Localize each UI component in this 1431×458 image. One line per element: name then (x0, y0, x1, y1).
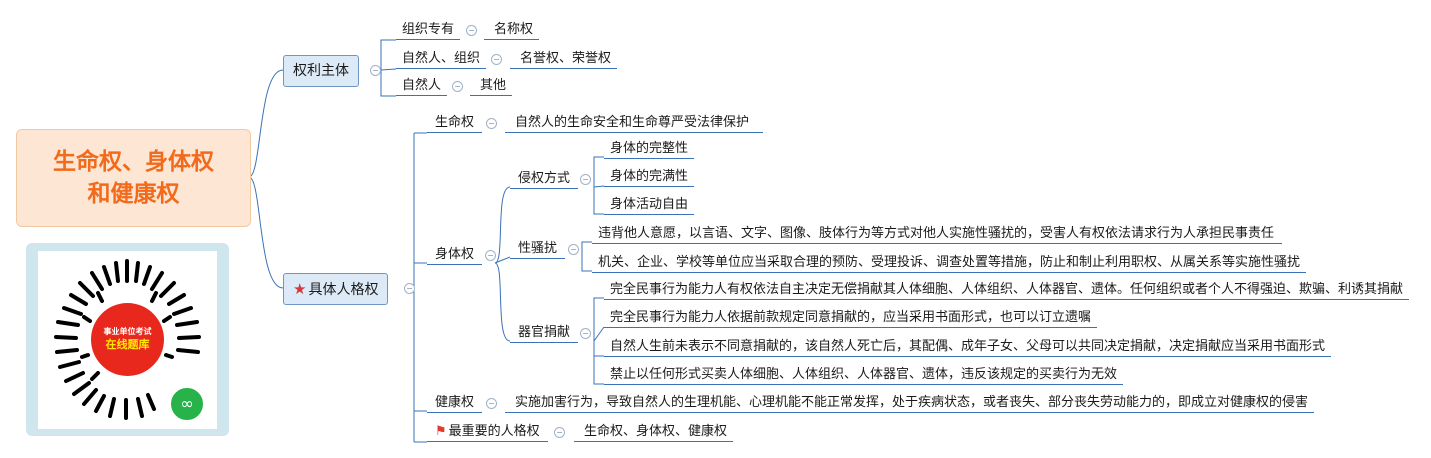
node-body-right-label: 身体权 (435, 247, 475, 262)
collapse-toggle-icon[interactable]: − (485, 250, 496, 261)
qr-center-badge: 事业单位考试 在线题库 (91, 303, 164, 376)
infringe-item[interactable]: 身体的完整性 (604, 139, 695, 159)
node-sexual-harassment-label: 性骚扰 (518, 241, 558, 256)
organ-item-text: 完全民事行为能力人依据前款规定同意捐献的，应当采用书面形式，也可以订立遗嘱 (610, 310, 1092, 325)
infringe-item[interactable]: 身体活动自由 (604, 195, 695, 215)
node-organ-donation-label: 器官捐献 (518, 325, 571, 340)
subject-item-person-org[interactable]: 自然人、组织 (396, 49, 487, 69)
node-health-right-label: 健康权 (435, 395, 475, 410)
collapse-toggle-icon[interactable]: − (466, 25, 477, 36)
harass-item[interactable]: 机关、企业、学校等单位应当采取合理的预防、受理投诉、调查处置等措施，防止和制止利… (592, 253, 1307, 273)
root-topic[interactable]: 生命权、身体权 和健康权 (16, 129, 251, 227)
node-sexual-harassment[interactable]: 性骚扰 (510, 239, 566, 259)
node-most-important-right[interactable]: ⚑最重要的人格权 (427, 422, 548, 442)
organ-item-text: 完全民事行为能力人有权依法自主决定无偿捐献其人体细胞、人体组织、人体器官、遗体。… (610, 282, 1404, 297)
organ-item-text: 自然人生前未表示不同意捐献的，该自然人死亡后，其配偶、成年子女、父母可以共同决定… (610, 339, 1326, 354)
most-important-desc[interactable]: 生命权、身体权、健康权 (574, 422, 734, 442)
branch-specific-personality-rights[interactable]: ★具体人格权 (283, 273, 389, 305)
organ-item-text: 禁止以任何形式买卖人体细胞、人体组织、人体器官、遗体，违反该规定的买卖行为无效 (610, 367, 1118, 382)
collapse-toggle-icon[interactable]: − (404, 283, 415, 294)
node-body-right[interactable]: 身体权 (427, 245, 483, 265)
collapse-toggle-icon[interactable]: − (486, 398, 497, 409)
node-health-right[interactable]: 健康权 (427, 393, 483, 413)
subject-item-org[interactable]: 组织专有 (396, 20, 461, 40)
subject-item-org-value[interactable]: 名称权 (484, 20, 540, 40)
branch-rights-subject-label: 权利主体 (293, 63, 349, 79)
star-icon: ★ (293, 280, 307, 298)
node-infringement-mode-label: 侵权方式 (518, 171, 571, 186)
organ-item[interactable]: 禁止以任何形式买卖人体细胞、人体组织、人体器官、遗体，违反该规定的买卖行为无效 (604, 365, 1124, 385)
collapse-toggle-icon[interactable]: − (554, 427, 565, 438)
collapse-toggle-icon[interactable]: − (491, 54, 502, 65)
most-important-desc-text: 生命权、身体权、健康权 (584, 424, 728, 439)
node-infringement-mode[interactable]: 侵权方式 (510, 169, 579, 189)
subject-item-person-key: 自然人 (402, 78, 442, 93)
node-organ-donation[interactable]: 器官捐献 (510, 323, 579, 343)
subject-item-person-org-value-text: 名誉权、荣誉权 (520, 51, 612, 66)
root-title-line1: 生命权、身体权 (53, 149, 214, 175)
life-right-desc-text: 自然人的生命安全和生命尊严受法律保护 (515, 115, 750, 130)
infringe-item[interactable]: 身体的完满性 (604, 167, 695, 187)
subject-item-person-value[interactable]: 其他 (470, 76, 513, 96)
subject-item-person-org-key: 自然人、组织 (402, 51, 481, 66)
qr-badge-bottom-text: 在线题库 (105, 338, 150, 351)
node-most-important-label: 最重要的人格权 (448, 424, 540, 439)
node-life-right[interactable]: 生命权 (427, 113, 483, 133)
mini-program-icon: ∞ (169, 386, 205, 422)
subject-item-person[interactable]: 自然人 (396, 76, 448, 96)
node-life-right-label: 生命权 (435, 115, 475, 130)
harass-item-text: 机关、企业、学校等单位应当采取合理的预防、受理投诉、调查处置等措施，防止和制止利… (598, 255, 1301, 270)
branch-rights-subject[interactable]: 权利主体 (283, 55, 359, 87)
collapse-toggle-icon[interactable]: − (580, 328, 591, 339)
qr-badge-top-text: 事业单位考试 (103, 327, 152, 336)
root-title-line2: 和健康权 (87, 181, 180, 207)
infringe-item-text: 身体活动自由 (610, 197, 689, 212)
collapse-toggle-icon[interactable]: − (568, 244, 579, 255)
subject-item-org-value-text: 名称权 (494, 22, 534, 37)
infringe-item-text: 身体的完整性 (610, 141, 689, 156)
qr-code: 事业单位考试 在线题库 ∞ (38, 251, 217, 429)
qr-code-frame: 事业单位考试 在线题库 ∞ (26, 243, 229, 436)
subject-item-org-key: 组织专有 (402, 22, 455, 37)
organ-item[interactable]: 完全民事行为能力人有权依法自主决定无偿捐献其人体细胞、人体组织、人体器官、遗体。… (604, 280, 1410, 300)
flag-icon: ⚑ (435, 424, 447, 439)
collapse-toggle-icon[interactable]: − (486, 118, 497, 129)
collapse-toggle-icon[interactable]: − (452, 81, 463, 92)
subject-item-person-value-text: 其他 (480, 78, 507, 93)
harass-item-text: 违背他人意愿，以言语、文字、图像、肢体行为等方式对他人实施性骚扰的，受害人有权依… (598, 226, 1275, 241)
organ-item[interactable]: 完全民事行为能力人依据前款规定同意捐献的，应当采用书面形式，也可以订立遗嘱 (604, 308, 1098, 328)
life-right-desc[interactable]: 自然人的生命安全和生命尊严受法律保护 (505, 113, 764, 133)
organ-item[interactable]: 自然人生前未表示不同意捐献的，该自然人死亡后，其配偶、成年子女、父母可以共同决定… (604, 337, 1332, 357)
collapse-toggle-icon[interactable]: − (580, 174, 591, 185)
health-right-desc[interactable]: 实施加害行为，导致自然人的生理机能、心理机能不能正常发挥，处于疾病状态，或者丧失… (505, 393, 1315, 413)
subject-item-person-org-value[interactable]: 名誉权、荣誉权 (510, 49, 618, 69)
infringe-item-text: 身体的完满性 (610, 169, 689, 184)
branch-specific-label: 具体人格权 (308, 282, 379, 298)
health-right-desc-text: 实施加害行为，导致自然人的生理机能、心理机能不能正常发挥，处于疾病状态，或者丧失… (515, 395, 1309, 410)
harass-item[interactable]: 违背他人意愿，以言语、文字、图像、肢体行为等方式对他人实施性骚扰的，受害人有权依… (592, 224, 1283, 244)
qr-code-pattern-icon (54, 259, 201, 420)
collapse-toggle-icon[interactable]: − (370, 65, 381, 76)
